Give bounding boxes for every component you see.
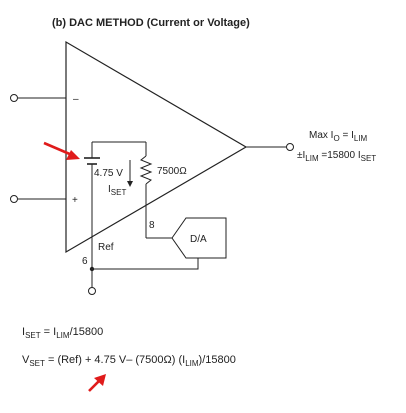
iset-equation: ISET = ILIM/15800 (22, 326, 104, 341)
source-voltage-label: 4.75 V (94, 168, 123, 179)
pin6-label: 6 (82, 256, 88, 267)
pin8-label: 8 (149, 220, 155, 231)
ref-junction (89, 266, 95, 272)
diagram-title: (b) DAC METHOD (Current or Voltage) (52, 17, 250, 29)
red-arrow-icon (43, 141, 80, 160)
red-arrow-bottom-icon (88, 374, 106, 392)
minus-sign: – (73, 94, 79, 105)
dac-block (171, 217, 227, 259)
ref-terminal (88, 287, 96, 295)
iset-label: ISET (108, 184, 126, 197)
ilim-formula-label: ±ILIM =15800 ISET (297, 150, 376, 163)
op-amp-triangle (65, 40, 248, 254)
plus-sign: + (72, 195, 78, 206)
max-io-label: Max IO = ILIM (309, 130, 368, 143)
noninverting-input-terminal (10, 195, 18, 203)
resistor-zigzag (139, 155, 153, 185)
vset-equation: VSET = (Ref) + 4.75 V– (7500Ω) (ILIM)/15… (22, 354, 236, 369)
ref-label: Ref (98, 242, 114, 253)
dac-ground-wire (92, 258, 199, 270)
inverting-input-terminal (10, 94, 18, 102)
resistor-label: 7500Ω (157, 166, 187, 177)
output-terminal (286, 143, 294, 151)
dac-label: D/A (190, 234, 207, 245)
